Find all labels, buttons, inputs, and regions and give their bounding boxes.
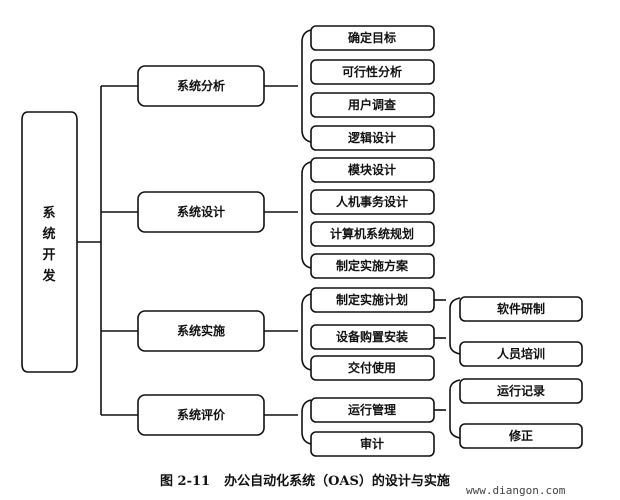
svg-text:确定目标: 确定目标 bbox=[348, 30, 396, 45]
task-node: 设备购置安装 bbox=[310, 324, 435, 350]
svg-text:系统设计: 系统设计 bbox=[177, 204, 225, 219]
svg-text:审计: 审计 bbox=[360, 436, 384, 451]
figure-number: 图 2-11 bbox=[160, 474, 211, 489]
task-node: 审计 bbox=[310, 431, 435, 457]
svg-text:人员培训: 人员培训 bbox=[497, 346, 545, 361]
svg-text:设备购置安装: 设备购置安装 bbox=[336, 329, 408, 344]
stage-node-design: 系统设计 bbox=[137, 191, 265, 233]
svg-text:运行管理: 运行管理 bbox=[348, 402, 396, 417]
stage-node-implementation: 系统实施 bbox=[137, 310, 265, 352]
subtask-node: 人员培训 bbox=[459, 341, 583, 367]
svg-text:系统评价: 系统评价 bbox=[177, 407, 226, 422]
root-char: 开 bbox=[42, 248, 55, 263]
svg-text:模块设计: 模块设计 bbox=[348, 162, 396, 177]
task-node: 制定实施计划 bbox=[310, 287, 435, 313]
stage-node-analysis: 系统分析 bbox=[137, 65, 265, 107]
root-char: 统 bbox=[42, 226, 55, 242]
task-node: 计算机系统规划 bbox=[310, 221, 435, 247]
stage-node-evaluation: 系统评价 bbox=[137, 394, 265, 436]
svg-text:计算机系统规划: 计算机系统规划 bbox=[330, 226, 414, 241]
svg-text:运行记录: 运行记录 bbox=[497, 383, 545, 398]
task-node: 模块设计 bbox=[310, 157, 435, 183]
subtask-node: 修正 bbox=[459, 423, 583, 449]
task-node: 确定目标 bbox=[310, 25, 435, 51]
svg-text:系统实施: 系统实施 bbox=[177, 323, 225, 338]
connector-lines bbox=[77, 29, 461, 445]
root-char: 发 bbox=[41, 268, 56, 284]
task-node: 用户调查 bbox=[310, 92, 435, 118]
svg-text:逻辑设计: 逻辑设计 bbox=[348, 130, 396, 145]
root-node: 系 统 开 发 bbox=[21, 111, 78, 373]
figure-title: 办公自动化系统（OAS）的设计与实施 bbox=[224, 474, 450, 489]
figure-caption: 图 2-11 办公自动化系统（OAS）的设计与实施 bbox=[160, 470, 450, 489]
svg-text:可行性分析: 可行性分析 bbox=[342, 64, 402, 79]
task-node: 运行管理 bbox=[310, 397, 435, 423]
task-node: 制定实施方案 bbox=[310, 253, 435, 279]
svg-text:人机事务设计: 人机事务设计 bbox=[336, 194, 408, 209]
svg-text:用户调查: 用户调查 bbox=[347, 97, 397, 112]
svg-text:修正: 修正 bbox=[508, 428, 533, 443]
task-node: 人机事务设计 bbox=[310, 189, 435, 215]
task-node: 可行性分析 bbox=[310, 59, 435, 85]
svg-text:制定实施方案: 制定实施方案 bbox=[336, 258, 409, 273]
svg-text:交付使用: 交付使用 bbox=[348, 360, 396, 375]
root-char: 系 bbox=[42, 205, 55, 221]
svg-text:制定实施计划: 制定实施计划 bbox=[336, 292, 408, 307]
task-node: 交付使用 bbox=[310, 355, 435, 381]
oas-development-diagram: 系 统 开 发 系统分析 系统设计 系统实施 系统评价 确定目标 可行性分析 用… bbox=[21, 25, 583, 457]
svg-text:系统分析: 系统分析 bbox=[177, 78, 225, 93]
subtask-node: 软件研制 bbox=[459, 296, 583, 322]
subtask-node: 运行记录 bbox=[459, 378, 583, 404]
task-node: 逻辑设计 bbox=[310, 125, 435, 151]
watermark: www.diangon.com bbox=[466, 484, 566, 497]
svg-text:软件研制: 软件研制 bbox=[497, 301, 545, 316]
